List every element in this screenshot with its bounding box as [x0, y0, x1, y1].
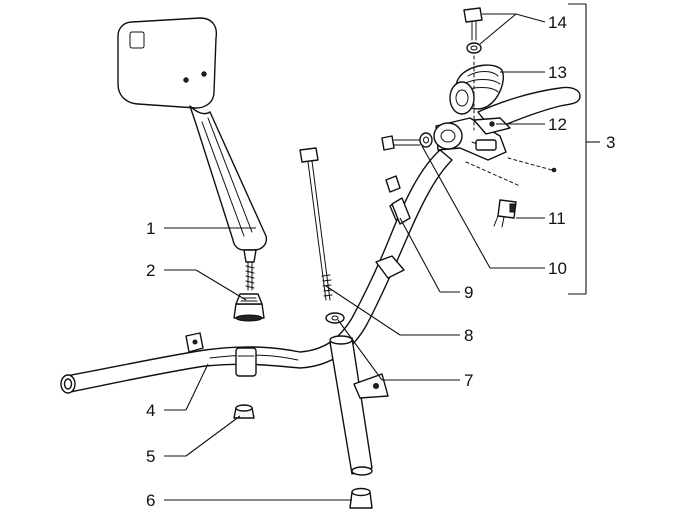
brake-light-switch [493, 199, 517, 228]
rear-mirror [117, 17, 268, 263]
assembly-guide-lines [465, 55, 557, 187]
handlebar-tube [60, 149, 453, 394]
mirror-adapter-nut [233, 293, 265, 322]
small-nut [233, 404, 255, 419]
handlebar-bracket-left [185, 332, 204, 353]
handlebar-clamp-sleeve [235, 347, 257, 377]
callout-11: 11 [548, 209, 566, 228]
callout-10: 10 [548, 259, 567, 278]
callout-7: 7 [464, 371, 473, 390]
callout-8: 8 [464, 326, 473, 345]
long-bolt [299, 147, 333, 301]
callout-6: 6 [146, 491, 155, 510]
callout-13: 13 [548, 63, 567, 82]
callout-1: 1 [146, 219, 155, 238]
callout-9: 9 [464, 283, 473, 302]
rubber-boot [449, 64, 504, 115]
callout-5: 5 [146, 447, 155, 466]
lever-fixing-screw [381, 132, 433, 151]
callout-4: 4 [146, 401, 155, 420]
cable-clip [385, 175, 411, 225]
callout-12: 12 [548, 115, 567, 134]
column-end-cap [349, 487, 373, 509]
washer [325, 312, 345, 324]
callout-14: 14 [548, 13, 567, 32]
steering-column-tube [329, 335, 389, 476]
lever-pivot-bolt [463, 7, 483, 54]
leader-lines [164, 3, 600, 501]
brake-lever [473, 86, 581, 135]
callout-labels: 1 2 4 5 6 7 8 9 10 11 12 13 14 3 [146, 13, 615, 510]
callout-2: 2 [146, 261, 155, 280]
mirror-stud [245, 261, 255, 291]
callout-3: 3 [606, 133, 615, 152]
